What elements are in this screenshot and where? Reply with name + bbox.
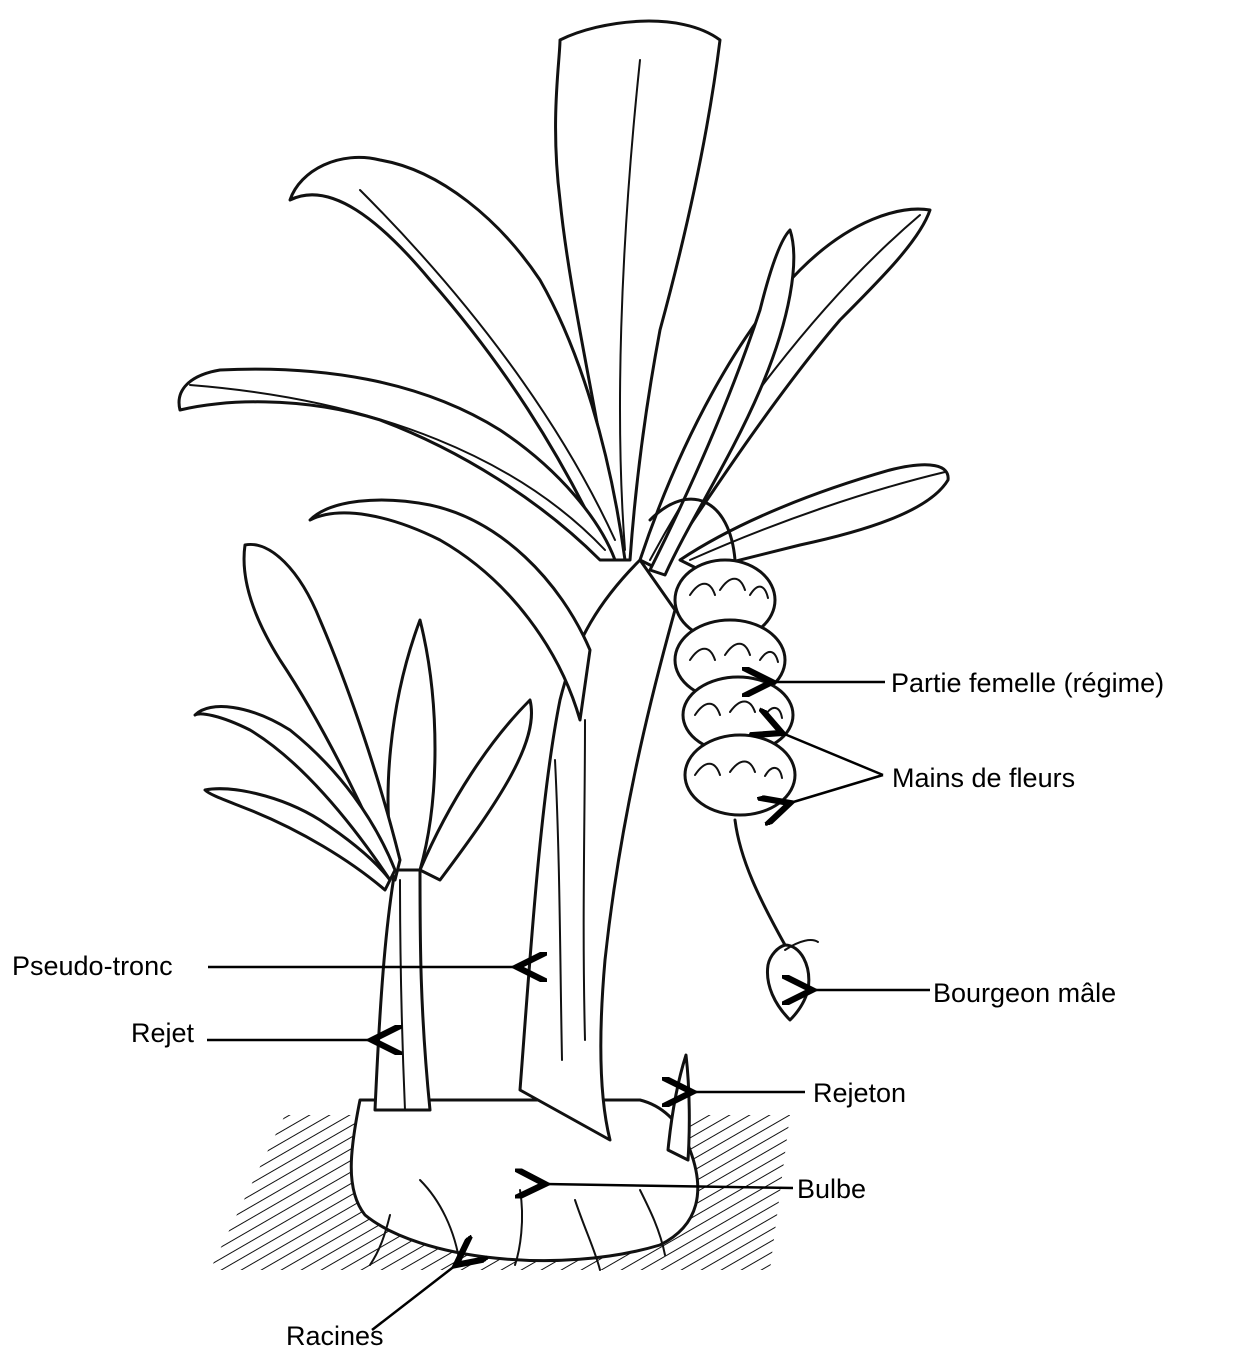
rejeton-drawing <box>668 1055 689 1160</box>
pseudo-trunk-drawing <box>520 560 675 1140</box>
arrow-mains-fleurs-2 <box>790 775 883 803</box>
label-rejeton: Rejeton <box>813 1080 906 1107</box>
label-bourgeon-male: Bourgeon mâle <box>933 980 1116 1007</box>
label-partie-femelle: Partie femelle (régime) <box>891 670 1164 697</box>
label-pseudo-tronc: Pseudo-tronc <box>12 953 173 980</box>
rejet-leaves <box>195 544 532 890</box>
label-racines: Racines <box>286 1323 384 1350</box>
arrow-mains-fleurs-1 <box>782 733 883 775</box>
banana-bunch <box>675 560 795 815</box>
label-rejet: Rejet <box>131 1020 194 1047</box>
male-bud <box>767 940 818 1020</box>
label-mains-de-fleurs: Mains de fleurs <box>892 765 1075 792</box>
arrow-racines <box>372 1265 456 1330</box>
label-bulbe: Bulbe <box>797 1176 866 1203</box>
